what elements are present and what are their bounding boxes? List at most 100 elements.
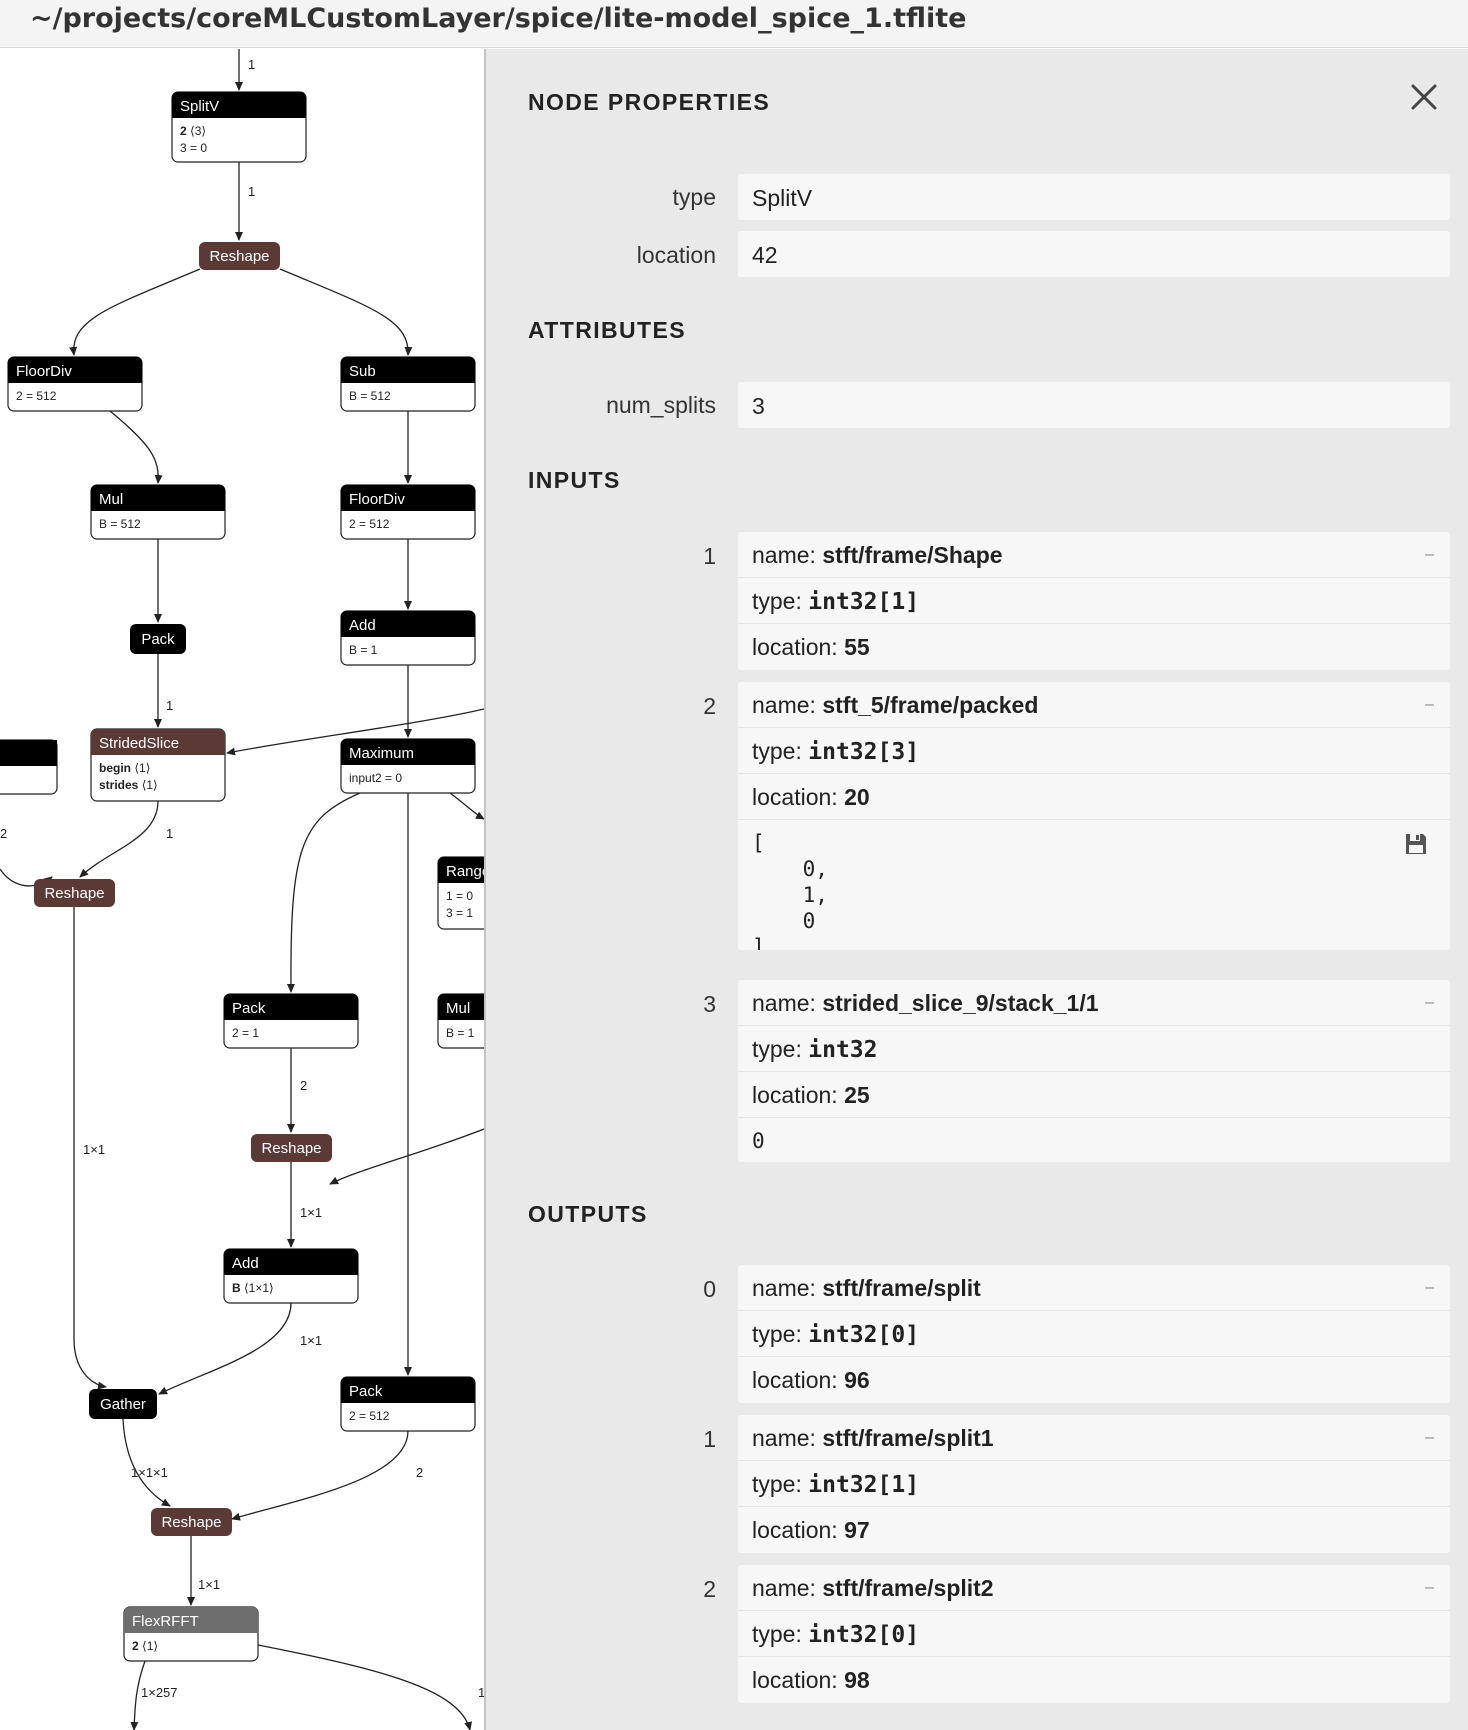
input-name-row[interactable]: name: stft/frame/Shape– [738, 532, 1450, 578]
output-index: 2 [703, 1576, 716, 1602]
node-header [341, 1377, 475, 1403]
output-location: 97 [844, 1517, 870, 1543]
node-header [8, 357, 142, 383]
collapse-button[interactable]: – [1425, 1429, 1434, 1446]
output-name-row[interactable]: name: stft/frame/split– [738, 1265, 1450, 1311]
graph-node-reshape2[interactable]: Reshape [34, 879, 115, 907]
output-name: stft/frame/split1 [822, 1425, 994, 1451]
node-title: Mul [446, 1000, 470, 1017]
name-key: name: [752, 1575, 823, 1601]
edge-label: 1×257 [141, 1685, 178, 1700]
output-index: 0 [703, 1276, 716, 1302]
edge-reshape-floordiv [69, 268, 201, 356]
type-key: type: [752, 1321, 809, 1347]
type-key: type: [752, 738, 809, 764]
location-key: location: [752, 1082, 845, 1108]
graph-node-pack1[interactable]: Pack [130, 624, 186, 654]
edge-label: 1×1 [300, 1205, 322, 1220]
collapse-button[interactable]: – [1425, 1579, 1434, 1596]
node-title: FlexRFFT [132, 1613, 199, 1630]
node-attribute: 2 = 512 [16, 389, 57, 403]
node-header [0, 740, 57, 766]
node-title: SplitV [180, 98, 219, 115]
node-title: Reshape [209, 248, 269, 265]
graph-node-offscreen-left[interactable] [0, 739, 58, 795]
node-attribute-value: 3 = 1 [446, 906, 473, 920]
output-location-row: location: 98 [738, 1657, 1450, 1703]
node-attribute-key: B [232, 1281, 244, 1295]
location-key: location: [752, 1667, 845, 1693]
input-index: 2 [703, 693, 716, 719]
output-type: int32[0] [808, 1322, 920, 1348]
node-body [89, 1389, 157, 1419]
graph-node-flexrfft[interactable]: FlexRFFT 2 ⟨1⟩ [123, 1606, 259, 1662]
close-button[interactable] [1409, 82, 1439, 112]
node-attribute: 2 = 512 [349, 517, 390, 531]
graph-node-gather[interactable]: Gather [89, 1389, 157, 1419]
node-title: Pack [232, 1000, 266, 1017]
node-attribute-value: 2 = 512 [349, 517, 390, 531]
close-icon [1411, 84, 1437, 110]
tensor-data-text: 0 [752, 1129, 765, 1153]
output-location-row: location: 97 [738, 1507, 1450, 1553]
graph-node-splitv[interactable]: SplitV 2 ⟨3⟩ 3 = 0 [171, 91, 307, 163]
node-body [151, 1508, 232, 1536]
property-label-location: location [636, 242, 716, 268]
property-value-location[interactable]: 42 [738, 231, 1450, 277]
graph-node-reshape3[interactable]: Reshape [251, 1134, 332, 1162]
input-name-row[interactable]: name: stft_5/frame/packed– [738, 682, 1450, 728]
edge-gather-reshape [122, 1418, 171, 1507]
collapse-button[interactable]: – [1425, 696, 1434, 713]
collapse-button[interactable]: – [1425, 546, 1434, 563]
input-name-row[interactable]: name: strided_slice_9/stack_1/1– [738, 980, 1450, 1026]
edge-pack3-reshape [231, 1430, 409, 1521]
node-attribute-key: 2 [180, 124, 190, 138]
node-attribute-value: input2 = 0 [349, 771, 402, 785]
input-location-row: location: 20 [738, 774, 1450, 820]
node-attribute-value: ⟨1⟩ [134, 761, 150, 775]
location-key: location: [752, 784, 845, 810]
edge-add-gather [158, 1302, 292, 1395]
node-attribute: strides ⟨1⟩ [99, 778, 158, 792]
output-type-row: type: int32[0] [738, 1311, 1450, 1357]
edge-offscreen-stridedslice [226, 708, 484, 756]
node-attribute: 2 ⟨1⟩ [132, 1639, 158, 1653]
input-location: 20 [844, 784, 870, 810]
node-title: Pack [349, 1383, 383, 1400]
node-attribute-value: B = 1 [446, 1026, 475, 1040]
save-button[interactable] [1404, 832, 1428, 856]
node-attribute-value: 3 = 0 [180, 141, 207, 155]
output-name-row[interactable]: name: stft/frame/split1– [738, 1415, 1450, 1461]
collapse-button[interactable]: – [1425, 994, 1434, 1011]
edge-label: 2 [416, 1465, 423, 1480]
type-key: type: [752, 1621, 809, 1647]
graph-node-reshape1[interactable]: Reshape [199, 242, 280, 270]
edge-floordiv-mul [109, 410, 163, 484]
graph-node-mul2[interactable]: Mul B = 1 [437, 993, 484, 1049]
node-attribute-value: ⟨3⟩ [190, 124, 206, 138]
property-value-type[interactable]: SplitV [738, 174, 1450, 220]
graph-node-range[interactable]: Range1 = 03 = 1 [437, 856, 484, 930]
output-location-row: location: 96 [738, 1357, 1450, 1403]
node-header [438, 994, 484, 1020]
node-title: StridedSlice [99, 735, 179, 752]
collapse-button[interactable]: – [1425, 1279, 1434, 1296]
edge-maximum-pack [286, 792, 361, 993]
node-attribute: B = 1 [446, 1026, 475, 1040]
node-attribute: 3 = 0 [180, 141, 207, 155]
output-name-row[interactable]: name: stft/frame/split2– [738, 1565, 1450, 1611]
graph-node-reshape4[interactable]: Reshape [151, 1508, 232, 1536]
attribute-value-num-splits[interactable]: 3 [738, 382, 1450, 428]
